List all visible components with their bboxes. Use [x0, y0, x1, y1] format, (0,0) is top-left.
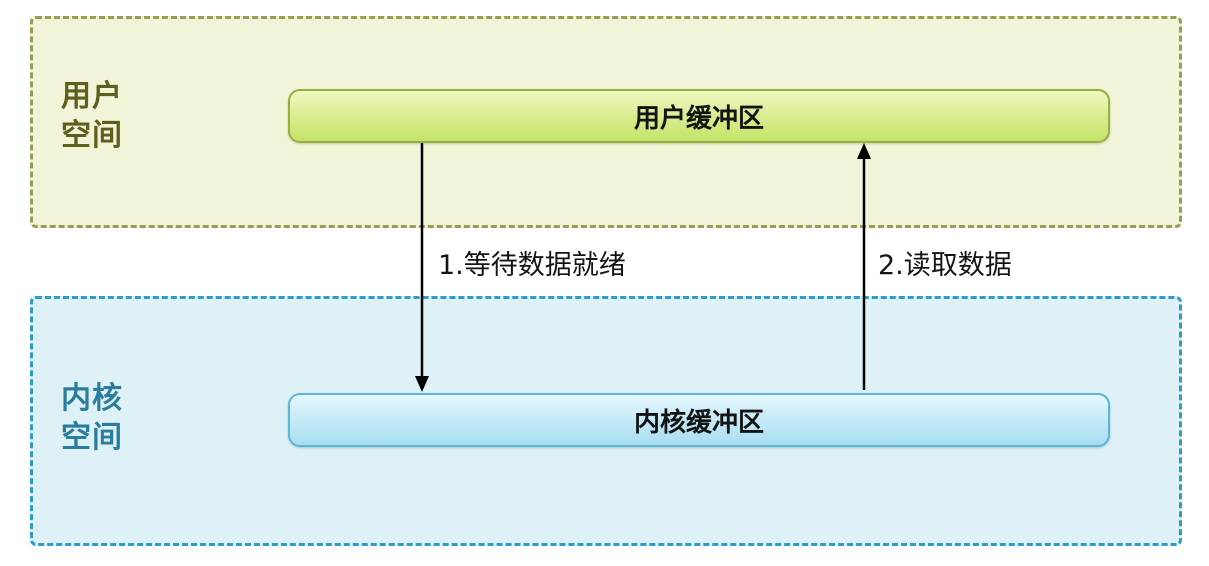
user-space-region: 用户 空间 用户缓冲区 — [30, 16, 1182, 228]
kernel-space-region: 内核 空间 内核缓冲区 — [30, 296, 1182, 546]
user-space-label-line1: 用户 — [61, 79, 123, 114]
user-buffer-box: 用户缓冲区 — [288, 89, 1110, 143]
kernel-space-label-line1: 内核 — [61, 381, 123, 416]
arrow-label-wait-data: 1.等待数据就绪 — [438, 250, 626, 281]
arrow-label-read-data: 2.读取数据 — [878, 250, 1012, 281]
kernel-buffer-box: 内核缓冲区 — [288, 393, 1110, 447]
user-space-label: 用户 空间 — [61, 77, 123, 155]
user-space-label-line2: 空间 — [61, 118, 123, 153]
kernel-space-label-line2: 空间 — [61, 420, 123, 455]
kernel-space-label: 内核 空间 — [61, 379, 123, 457]
